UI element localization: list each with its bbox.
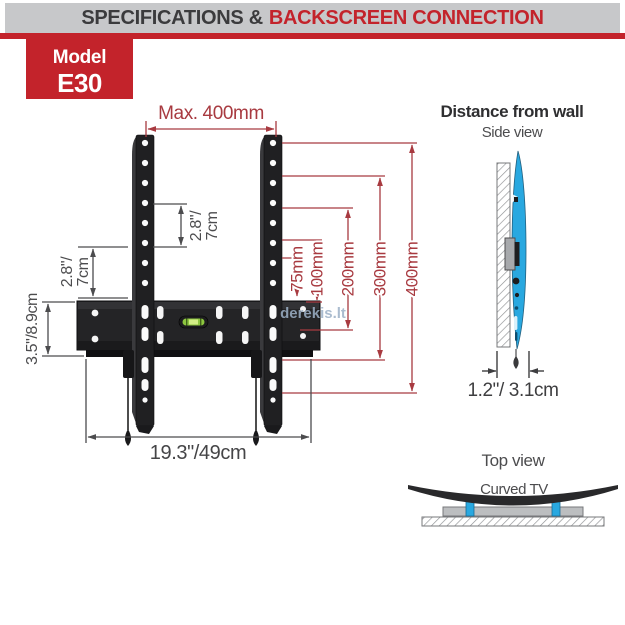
dim-vesa-200-label: 200mm [338, 241, 357, 296]
model-badge-code: E30 [57, 68, 102, 98]
side-view-title: Distance from wall [440, 102, 583, 121]
dim-plate-width-label: 19.3"/49cm [150, 442, 247, 464]
dim-vesa-400: 400mm [282, 142, 423, 394]
dim-wall-distance: 1.2"/ 3.1cm [465, 351, 561, 403]
dim-vesa-100-label: 100mm [307, 241, 326, 296]
left-release-strap [123, 350, 134, 378]
dim-hole-gap-lower-inches: 2.8"/ [59, 256, 76, 287]
side-view-tv-profile [504, 150, 527, 350]
left-rail-holes [141, 139, 149, 403]
dim-vesa-300-label: 300mm [370, 241, 389, 296]
watermark: derekis.lt [280, 305, 346, 322]
dim-vesa-100: 100mm [282, 239, 328, 303]
top-view-mount-bar [442, 506, 584, 517]
top-view-title: Top view [482, 451, 546, 470]
header-title-part1: SPECIFICATIONS & [81, 6, 263, 29]
dim-hole-gap-upper: 2.8"/ 7cm [153, 203, 223, 248]
dim-hole-gap-upper-inches: 2.8"/ [188, 210, 205, 241]
side-view-cord-weight [513, 356, 519, 369]
right-rail [251, 134, 283, 446]
dim-vesa-75: 75mm [282, 244, 308, 297]
wall-plate-lip [86, 350, 313, 357]
dim-max-width: Max. 400mm [145, 101, 277, 137]
model-badge-label: Model [52, 47, 107, 68]
dim-vesa-400-label: 400mm [402, 241, 421, 296]
model-badge: Model E30 [26, 39, 133, 99]
wall-plate-top-edge [78, 302, 319, 309]
top-view-curved-tv [408, 485, 618, 506]
bubble-level [178, 315, 209, 329]
top-view-left-spacer [465, 500, 475, 517]
dim-hole-gap-upper-cm: 7cm [204, 211, 221, 240]
top-view: Top view Curved TV [408, 451, 618, 527]
dim-wall-distance-label: 1.2"/ 3.1cm [467, 380, 558, 401]
dim-max-width-label: Max. 400mm [158, 103, 264, 124]
header-underline [0, 33, 625, 39]
right-release-strap [251, 350, 262, 378]
left-rail [123, 134, 155, 446]
side-view: Distance from wall Side view [440, 102, 583, 403]
dim-vesa-200: 200mm [282, 207, 359, 331]
side-view-subtitle: Side view [482, 124, 543, 141]
dim-plate-height-label: 3.5"/8.9cm [24, 293, 41, 365]
right-rail-holes [269, 139, 277, 403]
dim-hole-gap-lower-cm: 7cm [75, 257, 92, 286]
dim-plate-height: 3.5"/8.9cm [22, 291, 84, 367]
dim-vesa-75-label: 75mm [287, 246, 306, 292]
side-view-wall-plate-section [504, 237, 516, 271]
front-view: Max. 400mm 75mm 100mm 200mm [22, 101, 423, 466]
dim-plate-width: 19.3"/49cm [85, 359, 312, 466]
dim-vesa-300: 300mm [282, 175, 391, 361]
top-view-curved-tv-label: Curved TV [480, 481, 548, 498]
dim-hole-gap-lower: 2.8"/ 7cm [57, 246, 128, 299]
plate-mounting-holes [91, 306, 306, 344]
top-view-right-spacer [551, 500, 561, 517]
top-view-wall-hatch [421, 516, 605, 527]
header-bar: SPECIFICATIONS & BACKSCREEN CONNECTION [5, 3, 620, 33]
header-title-part2: BACKSCREEN CONNECTION [268, 6, 544, 29]
